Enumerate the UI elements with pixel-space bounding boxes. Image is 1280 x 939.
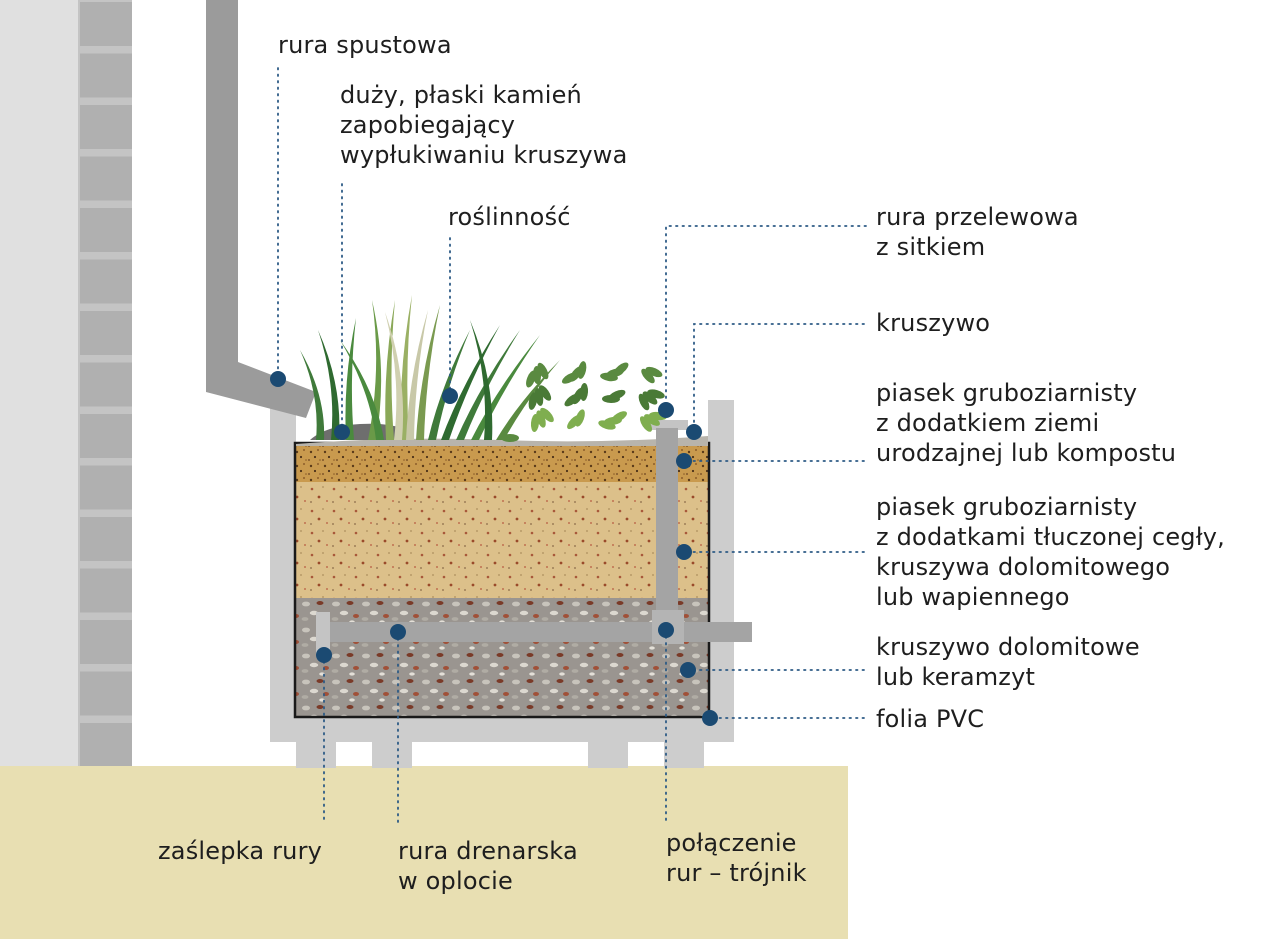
- topsoil-layer: [296, 444, 708, 482]
- plant-leaf: [641, 368, 655, 384]
- wall-bricks: [80, 2, 132, 767]
- ground: [0, 766, 848, 939]
- wall-brick: [80, 2, 132, 46]
- plant-blade: [470, 320, 493, 440]
- plant-blade: [340, 340, 384, 440]
- plant-leaf: [645, 366, 663, 378]
- marker-polaczenie: [658, 622, 674, 638]
- wall-brick: [80, 671, 132, 716]
- plant-blade: [416, 305, 440, 440]
- plant-leaf: [540, 407, 554, 423]
- marker-piasek-ziemia: [676, 453, 692, 469]
- plant-blade: [406, 310, 428, 440]
- wall-brick: [80, 105, 132, 149]
- wall-brick: [80, 311, 132, 355]
- wall-brick: [80, 723, 132, 767]
- plant-blade: [400, 295, 412, 440]
- plant-blade: [385, 300, 395, 440]
- wall-brick: [80, 568, 132, 613]
- plant-leaf: [567, 414, 581, 430]
- marker-roslinnosc: [442, 388, 458, 404]
- plant-leaf: [538, 385, 552, 401]
- top-gravel: [296, 436, 708, 446]
- label-kruszywo: kruszywo: [876, 309, 991, 337]
- plant-leaf: [639, 416, 653, 432]
- marker-rura-spustowa: [270, 371, 286, 387]
- plant-leaf: [526, 370, 536, 388]
- plant-leaf: [644, 414, 660, 426]
- planter-frame: [270, 400, 734, 768]
- building-wall: [0, 0, 132, 770]
- plant-blade: [345, 318, 356, 440]
- plant-blade: [368, 300, 382, 440]
- plant-leaf: [530, 414, 540, 432]
- label-folia: folia PVC: [876, 705, 985, 733]
- wall-brick: [80, 259, 132, 304]
- marker-rura-drenarska: [390, 624, 406, 640]
- downspout: [206, 0, 316, 418]
- wall-brick: [80, 465, 132, 510]
- sand-layer: [296, 482, 708, 598]
- wall-brick: [80, 517, 132, 561]
- plant-blade: [385, 312, 404, 440]
- vegetation: [300, 295, 667, 442]
- marker-piasek-cegla: [676, 544, 692, 560]
- marker-zaslepka: [316, 647, 332, 663]
- leader-lines: [277, 67, 867, 823]
- plant-leaf: [598, 420, 616, 430]
- markers: [270, 371, 718, 726]
- plant-leaf: [638, 393, 650, 411]
- plant-blade: [496, 360, 560, 440]
- wall-brick: [80, 620, 132, 664]
- plant-blade: [428, 330, 470, 440]
- marker-kruszywo: [686, 424, 702, 440]
- plant-leaf: [501, 434, 519, 442]
- wall-brick: [80, 362, 132, 407]
- plant-blade: [441, 325, 500, 440]
- plant-leaf: [564, 393, 580, 407]
- soil-layers: [293, 441, 711, 719]
- plant-leaf: [528, 392, 538, 410]
- plant-blade: [318, 330, 340, 440]
- marker-kruszywo-dolomitowe: [680, 662, 696, 678]
- gravel-layer: [296, 598, 708, 716]
- wall-brick: [80, 53, 132, 98]
- wall-brick: [80, 414, 132, 458]
- plant-leaf: [561, 372, 579, 384]
- plant-leaf: [537, 362, 549, 380]
- label-roslinnosc: roślinność: [448, 203, 571, 231]
- marker-rura-przelewowa: [658, 402, 674, 418]
- plant-blade: [300, 350, 325, 440]
- plant-leaf: [642, 391, 658, 405]
- plant-leaf: [602, 394, 620, 404]
- label-rura-spustowa: rura spustowa: [278, 31, 452, 59]
- plant-leaf: [600, 372, 618, 382]
- marker-folia: [702, 710, 718, 726]
- label-zaslepka: zaślepka rury: [158, 837, 323, 865]
- wall-brick: [80, 208, 132, 252]
- marker-kamien: [334, 424, 350, 440]
- wall-brick: [80, 156, 132, 201]
